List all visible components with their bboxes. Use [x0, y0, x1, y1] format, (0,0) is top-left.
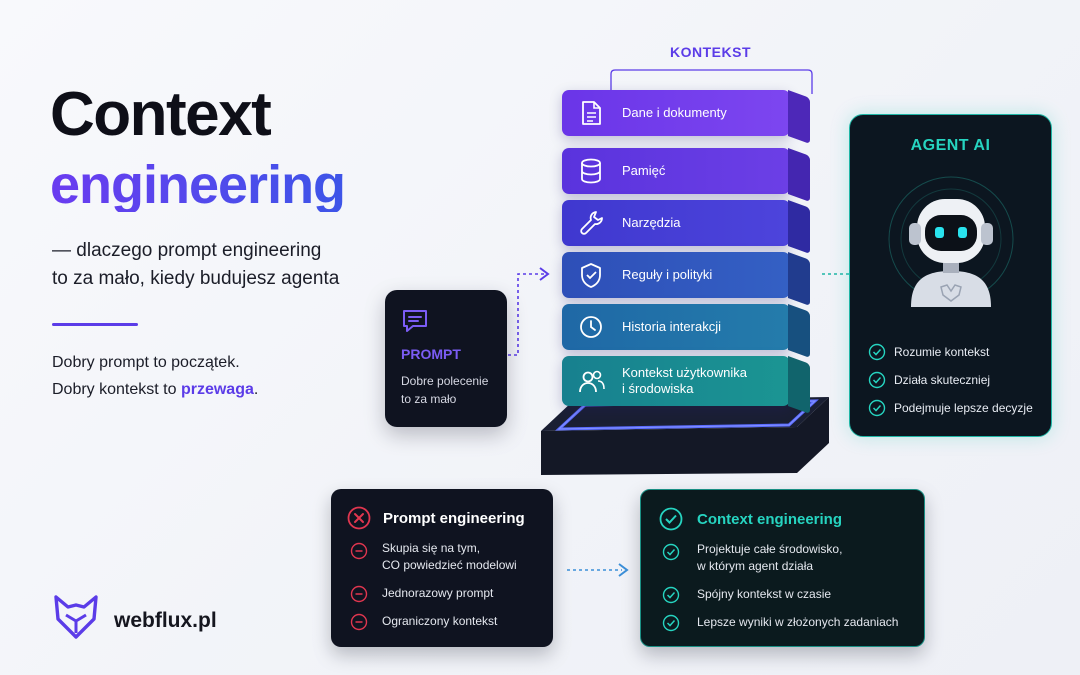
check-circle-icon: [868, 371, 886, 389]
prompt-desc-line-1: Dobre polecenie: [401, 374, 489, 388]
agent-item-label: Podejmuje lepsze decyzje: [894, 401, 1033, 415]
layer-label: Dane i dokumenty: [622, 105, 727, 120]
shield-icon: [581, 263, 601, 288]
agent-title: AGENT AI: [910, 137, 991, 154]
prompt-engineering-card: Prompt engineering Skupia się na tym, CO…: [331, 489, 553, 647]
tagline-end: .: [253, 381, 259, 398]
ce-item: Projektuje całe środowisko, w którym age…: [697, 541, 842, 575]
pe-item: Ograniczony kontekst: [382, 614, 498, 628]
pe-item: Skupia się na tym, CO powiedzieć modelow…: [382, 540, 517, 574]
pe-title: Prompt engineering: [383, 510, 525, 527]
ce-item: Spójny kontekst w czasie: [697, 587, 832, 601]
tagline-line-1: Dobry prompt to początek.: [52, 354, 240, 371]
layer-label-line-2: i środowiska: [622, 381, 694, 396]
context-layer-documents: Dane i dokumenty: [562, 90, 790, 136]
tagline-text: Dobry kontekst to: [52, 381, 181, 398]
layer-side: [788, 148, 810, 203]
robot-icon: [888, 176, 1014, 307]
chat-message-icon: [403, 310, 427, 332]
layer-side: [788, 90, 810, 145]
context-engineering-card: Context engineering Projektuje całe środ…: [640, 489, 925, 647]
agent-item: Rozumie kontekst: [868, 343, 989, 361]
agent-item: Działa skuteczniej: [868, 371, 990, 389]
layer-label-line-1: Kontekst użytkownika: [622, 365, 748, 380]
ce-title: Context engineering: [697, 511, 843, 528]
pe-item: Jednorazowy prompt: [382, 586, 494, 600]
kontekst-header: KONTEKST: [670, 44, 751, 60]
check-circle-icon: [868, 399, 886, 417]
agent-item-label: Działa skuteczniej: [894, 373, 991, 387]
tagline-line-2: Dobry kontekst to przewaga.: [52, 381, 258, 399]
clock-icon: [580, 316, 602, 338]
layer-side: [788, 252, 810, 307]
minus-circle-icon: [350, 585, 368, 603]
subtitle-line-1: — dlaczego prompt engineering: [52, 240, 322, 261]
layer-side: [788, 304, 810, 359]
check-circle-icon: [662, 614, 680, 632]
prompt-desc-line-2: to za mało: [401, 392, 457, 406]
context-layer-history: Historia interakcji: [562, 304, 790, 350]
agent-item-label: Rozumie kontekst: [894, 345, 990, 359]
check-circle-icon: [868, 343, 886, 361]
title-line-1: Context: [50, 80, 272, 149]
context-layer-user-environment: Kontekst użytkownika i środowiska: [562, 356, 790, 406]
ce-item-line-2: w którym agent działa: [697, 559, 814, 573]
x-circle-icon: [347, 506, 371, 530]
context-layer-tools: Narzędzia: [562, 200, 790, 246]
layer-label: Reguły i polityki: [622, 267, 713, 282]
prompt-label: PROMPT: [401, 346, 461, 362]
fox-logo-icon: [54, 595, 98, 639]
agent-item: Podejmuje lepsze decyzje: [868, 399, 1033, 417]
pe-item-line-2: CO powiedzieć modelowi: [382, 558, 517, 572]
document-icon: [582, 101, 601, 125]
layer-label: Pamięć: [622, 163, 666, 178]
agent-card: AGENT AI Rozumie kontekst Działa skutecz…: [849, 114, 1052, 437]
tagline-accent: przewaga: [180, 381, 254, 398]
check-circle-icon: [662, 586, 680, 604]
layer-label: Narzędzia: [622, 215, 681, 230]
wrench-icon: [580, 211, 603, 235]
prompt-card: PROMPT Dobre polecenie to za mało: [385, 290, 507, 427]
layer-label: Kontekst użytkownika i środowiska: [622, 365, 747, 397]
check-circle-icon: [659, 507, 683, 531]
context-layer-rules: Reguły i polityki: [562, 252, 790, 298]
layer-label: Historia interakcji: [622, 319, 721, 334]
title-line-2: engineering: [50, 155, 346, 215]
ce-item: Lepsze wyniki w złożonych zadaniach: [697, 615, 899, 629]
minus-circle-icon: [350, 613, 368, 631]
subtitle-line-2: to za mało, kiedy budujesz agenta: [52, 268, 340, 289]
divider: [52, 323, 138, 326]
layer-side: [788, 356, 810, 415]
users-icon: [579, 370, 605, 393]
pe-item-line-1: Skupia się na tym,: [382, 541, 481, 555]
context-layer-memory: Pamięć: [562, 148, 790, 194]
brand-name: webflux.pl: [114, 609, 217, 632]
database-icon: [581, 158, 601, 184]
minus-circle-icon: [350, 542, 368, 560]
check-circle-icon: [662, 543, 680, 561]
prompt-desc: Dobre polecenie to za mało: [401, 372, 488, 408]
ce-item-line-1: Projektuje całe środowisko,: [697, 542, 843, 556]
layer-side: [788, 200, 810, 255]
